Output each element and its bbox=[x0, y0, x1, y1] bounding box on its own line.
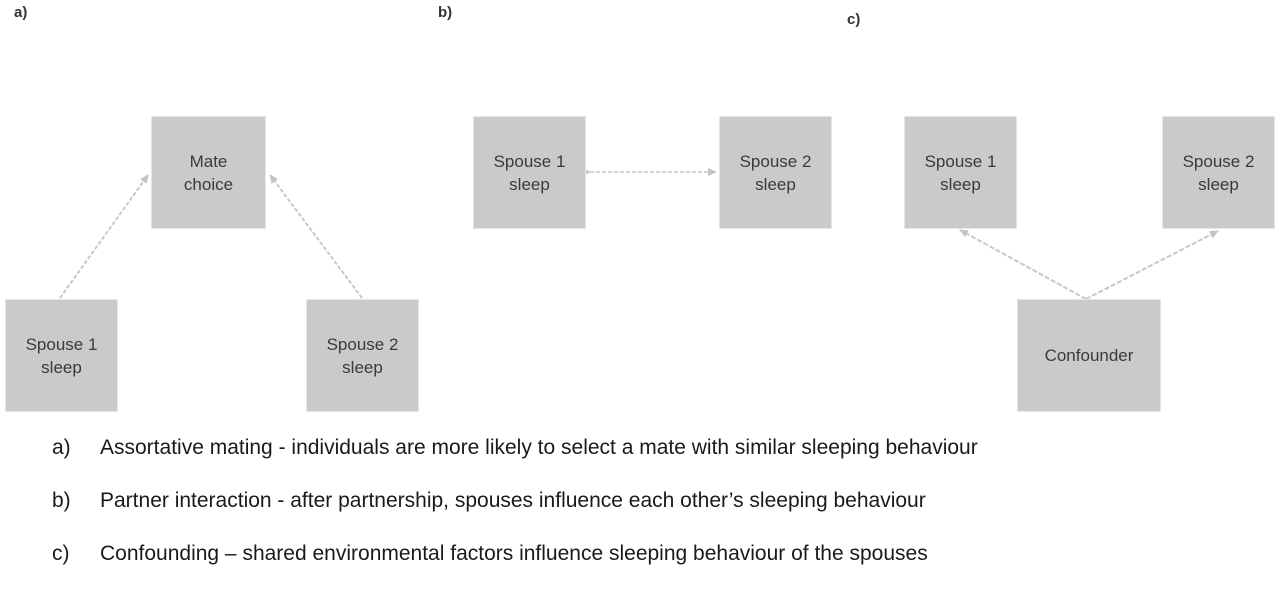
node-c-spouse2-line1: Spouse 2 bbox=[1182, 151, 1255, 171]
node-b-spouse1-line1: Spouse 1 bbox=[493, 151, 566, 171]
node-a-spouse1-line2: sleep bbox=[41, 357, 82, 377]
caption-a-marker: a) bbox=[52, 436, 71, 459]
node-c-spouse2-sleep: Spouse 2 sleep bbox=[1162, 116, 1275, 229]
node-c-spouse1-line2: sleep bbox=[940, 174, 981, 194]
node-b-spouse1-sleep: Spouse 1 sleep bbox=[473, 116, 586, 229]
node-a-spouse2-sleep: Spouse 2 sleep bbox=[306, 299, 419, 412]
node-c-spouse1-line1: Spouse 1 bbox=[924, 151, 997, 171]
node-b-spouse2-sleep: Spouse 2 sleep bbox=[719, 116, 832, 229]
node-mate-choice: Mate choice bbox=[151, 116, 266, 229]
node-c-spouse2-line2: sleep bbox=[1198, 174, 1239, 194]
node-b-spouse2-line2: sleep bbox=[755, 174, 796, 194]
caption-list: a) Assortative mating - individuals are … bbox=[52, 434, 1272, 593]
arrow-spouse2-to-mate bbox=[269, 174, 363, 299]
panel-label-a: a) bbox=[14, 4, 28, 21]
caption-c-marker: c) bbox=[52, 542, 70, 565]
caption-c: c) Confounding – shared environmental fa… bbox=[52, 540, 1272, 568]
node-mate-choice-line2: choice bbox=[183, 174, 234, 194]
node-a-spouse1-line1: Spouse 1 bbox=[25, 334, 98, 354]
node-a-spouse2-line2: sleep bbox=[342, 357, 383, 377]
caption-b-marker: b) bbox=[52, 489, 71, 512]
panel-label-c: c) bbox=[847, 11, 861, 28]
node-mate-choice-line1: Mate bbox=[189, 151, 228, 171]
node-b-spouse2-line1: Spouse 2 bbox=[739, 151, 812, 171]
node-confounder: Confounder bbox=[1017, 299, 1161, 412]
caption-b: b) Partner interaction - after partnersh… bbox=[52, 487, 1272, 515]
node-a-spouse1-sleep: Spouse 1 sleep bbox=[5, 299, 118, 412]
diagram-arrows bbox=[59, 168, 1219, 300]
caption-b-text: Partner interaction - after partnership,… bbox=[100, 489, 926, 512]
node-a-spouse2-line1: Spouse 2 bbox=[326, 334, 399, 354]
arrow-confounder-to-spouse1 bbox=[959, 229, 1087, 300]
caption-a: a) Assortative mating - individuals are … bbox=[52, 434, 1272, 462]
node-c-spouse1-sleep: Spouse 1 sleep bbox=[904, 116, 1017, 229]
panel-label-b: b) bbox=[438, 4, 453, 21]
caption-a-text: Assortative mating - individuals are mor… bbox=[100, 436, 978, 459]
node-confounder-label: Confounder bbox=[1044, 346, 1134, 365]
caption-c-text: Confounding – shared environmental facto… bbox=[100, 542, 928, 565]
arrow-confounder-to-spouse2 bbox=[1085, 230, 1219, 300]
node-b-spouse1-line2: sleep bbox=[509, 174, 550, 194]
arrow-spouse1-to-mate bbox=[59, 174, 149, 299]
